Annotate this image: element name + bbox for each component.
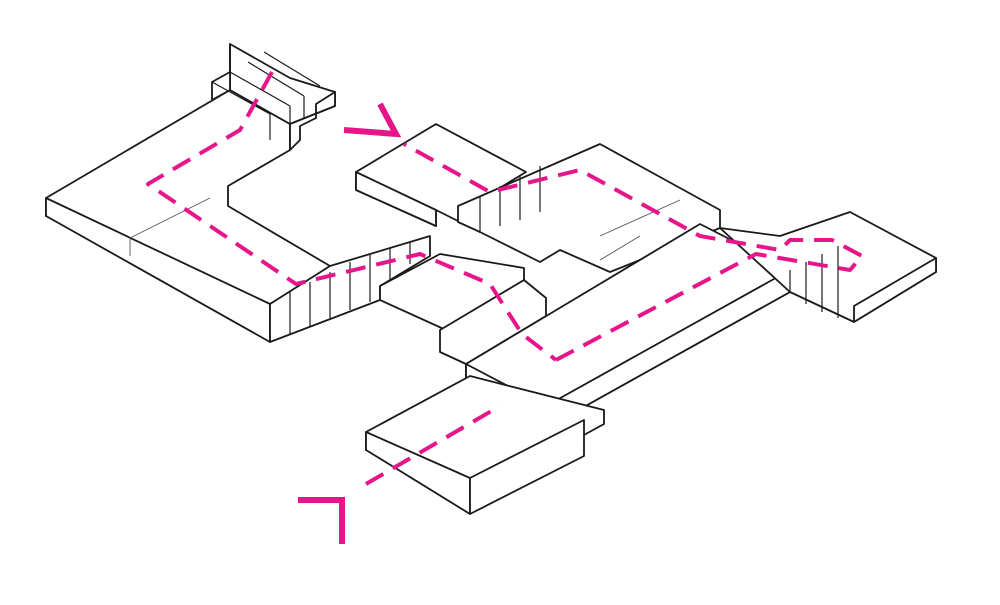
stair-step-3 — [247, 61, 305, 97]
stair-step-1 — [211, 81, 271, 115]
exit-corner-marker — [298, 497, 345, 544]
stair-step-4 — [263, 51, 321, 87]
center-landing — [379, 253, 547, 365]
upper-center-platform — [355, 123, 527, 233]
bottom-platform-side — [469, 419, 585, 515]
central-bridge — [457, 143, 721, 273]
central-bridge-top — [457, 143, 721, 273]
bridge-seam — [599, 199, 681, 237]
entry-arrow-marker — [343, 102, 402, 138]
stair-riser-right — [289, 91, 336, 151]
long-platform-seam — [599, 235, 641, 261]
right-stairs-platform — [719, 211, 937, 323]
circulation-route — [146, 71, 864, 486]
stair-riser-left — [211, 43, 231, 101]
bottom-platform — [365, 375, 605, 515]
right-platform-side — [853, 257, 937, 323]
upper-platform-front — [355, 171, 437, 227]
left-top-seam — [129, 197, 211, 239]
stair-step-2 — [229, 71, 291, 107]
